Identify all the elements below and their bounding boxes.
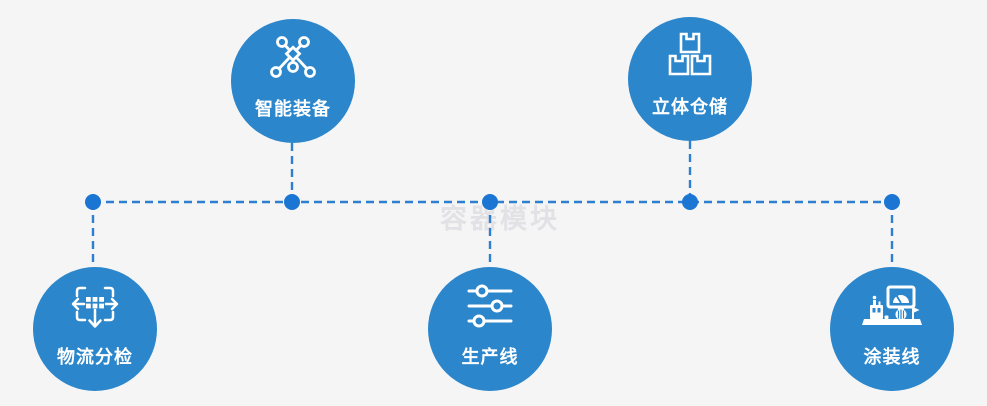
node-stereoscopic-warehouse[interactable]: 立体仓储 [628, 17, 752, 141]
node-label: 涂装线 [863, 347, 921, 367]
junction-dot [482, 194, 498, 210]
sliders-icon [467, 284, 513, 328]
node-coating-line[interactable]: 涂装线 [830, 267, 954, 391]
network-nodes-icon [270, 36, 316, 78]
junction-dot [682, 194, 698, 210]
node-label: 立体仓储 [652, 97, 728, 117]
node-logistics-sorting[interactable]: 物流分检 [33, 267, 157, 391]
node-smart-equipment[interactable]: 智能装备 [231, 19, 355, 143]
node-label: 生产线 [461, 347, 519, 367]
node-label: 物流分检 [57, 347, 133, 367]
node-production-line[interactable]: 生产线 [428, 267, 552, 391]
junction-dot [284, 194, 300, 210]
watermark-text: 容器模块 [440, 204, 560, 234]
junction-dot [85, 194, 101, 210]
node-label: 智能装备 [255, 99, 331, 119]
junction-dot [884, 194, 900, 210]
coating-machine-icon [862, 285, 922, 325]
stacked-boxes-icon [668, 32, 712, 76]
sort-dispatch-icon [71, 286, 119, 328]
